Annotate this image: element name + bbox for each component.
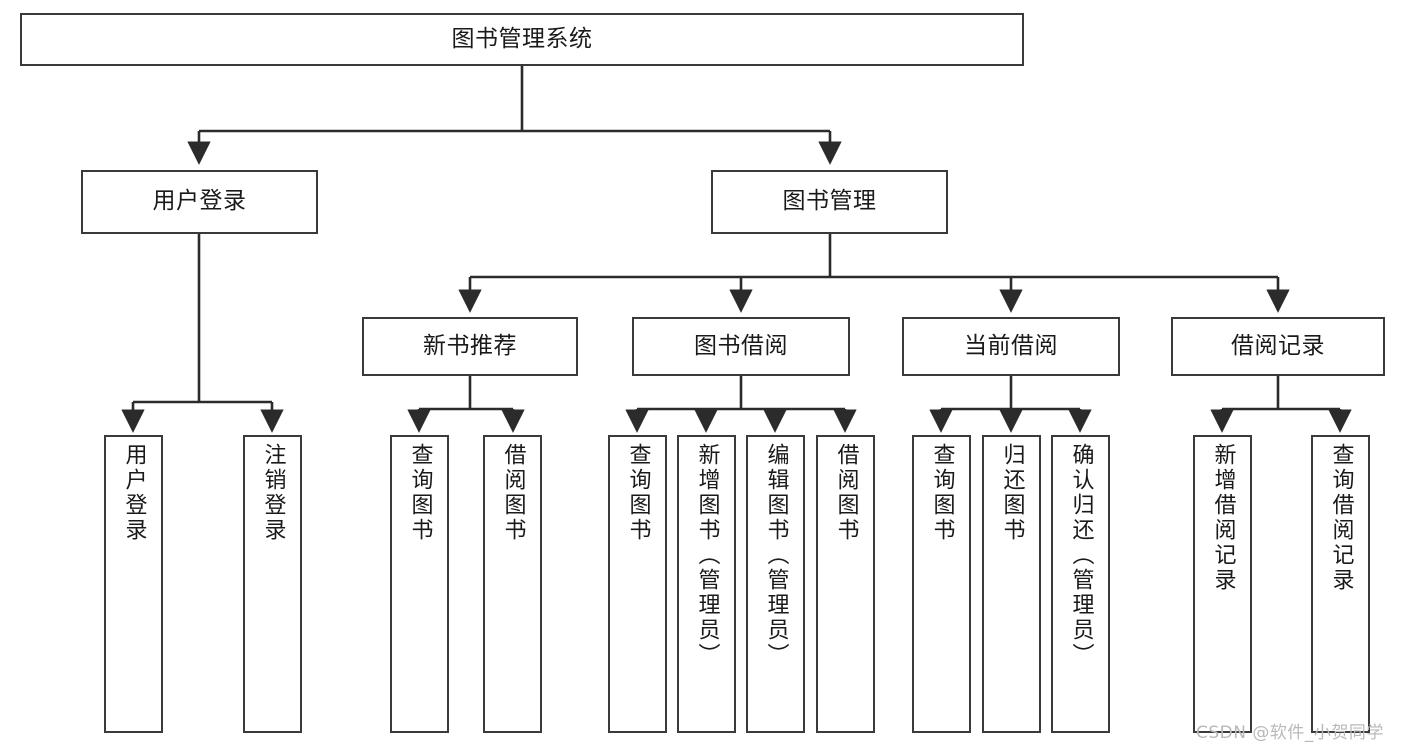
node-label: 当前借阅	[964, 332, 1058, 359]
node-label: 借阅图书	[833, 443, 859, 543]
csdn-watermark: CSDN @软件_小贺同学	[1196, 723, 1384, 743]
node-new-book-recommend[interactable]: 新书推荐	[362, 317, 578, 376]
node-label: 查询图书	[625, 443, 651, 543]
leaf-user-login-logout[interactable]: 注销登录	[243, 435, 302, 733]
node-label: 用户登录	[152, 188, 247, 215]
node-label: 注销登录	[260, 443, 286, 543]
leaf-new-book-query[interactable]: 查询图书	[390, 435, 449, 733]
leaf-borrow-record-query[interactable]: 查询借阅记录	[1311, 435, 1370, 733]
leaf-current-borrow-confirm-return[interactable]: 确认归还（管理员）	[1051, 435, 1110, 733]
node-label: 查询借阅记录	[1328, 443, 1354, 593]
node-label: 借阅图书	[500, 443, 526, 543]
node-root-book-management-system[interactable]: 图书管理系统	[20, 13, 1024, 66]
leaf-book-borrow-borrow[interactable]: 借阅图书	[816, 435, 875, 733]
node-label: 图书管理	[782, 188, 877, 215]
node-label: 编辑图书（管理员）	[763, 443, 789, 668]
leaf-new-book-borrow[interactable]: 借阅图书	[483, 435, 542, 733]
node-label: 新书推荐	[423, 332, 517, 359]
node-label: 查询图书	[929, 443, 955, 543]
node-borrow-record[interactable]: 借阅记录	[1171, 317, 1385, 376]
leaf-book-borrow-edit[interactable]: 编辑图书（管理员）	[746, 435, 805, 733]
node-book-borrow[interactable]: 图书借阅	[632, 317, 850, 376]
node-label: 图书借阅	[694, 332, 788, 359]
node-book-management[interactable]: 图书管理	[711, 170, 948, 234]
leaf-user-login-login[interactable]: 用户登录	[104, 435, 163, 733]
leaf-current-borrow-query[interactable]: 查询图书	[912, 435, 971, 733]
node-label: 借阅记录	[1231, 332, 1325, 359]
node-label: 新增图书（管理员）	[694, 443, 720, 668]
leaf-current-borrow-return[interactable]: 归还图书	[982, 435, 1041, 733]
leaf-book-borrow-query[interactable]: 查询图书	[608, 435, 667, 733]
leaf-borrow-record-add[interactable]: 新增借阅记录	[1193, 435, 1252, 733]
node-label: 查询图书	[407, 443, 433, 543]
node-current-borrow[interactable]: 当前借阅	[902, 317, 1120, 376]
node-label: 图书管理系统	[451, 25, 593, 52]
leaf-book-borrow-add[interactable]: 新增图书（管理员）	[677, 435, 736, 733]
node-label: 用户登录	[121, 443, 147, 543]
node-label: 归还图书	[999, 443, 1025, 543]
node-user-login[interactable]: 用户登录	[81, 170, 318, 234]
node-label: 确认归还（管理员）	[1068, 443, 1094, 668]
node-label: 新增借阅记录	[1210, 443, 1236, 593]
